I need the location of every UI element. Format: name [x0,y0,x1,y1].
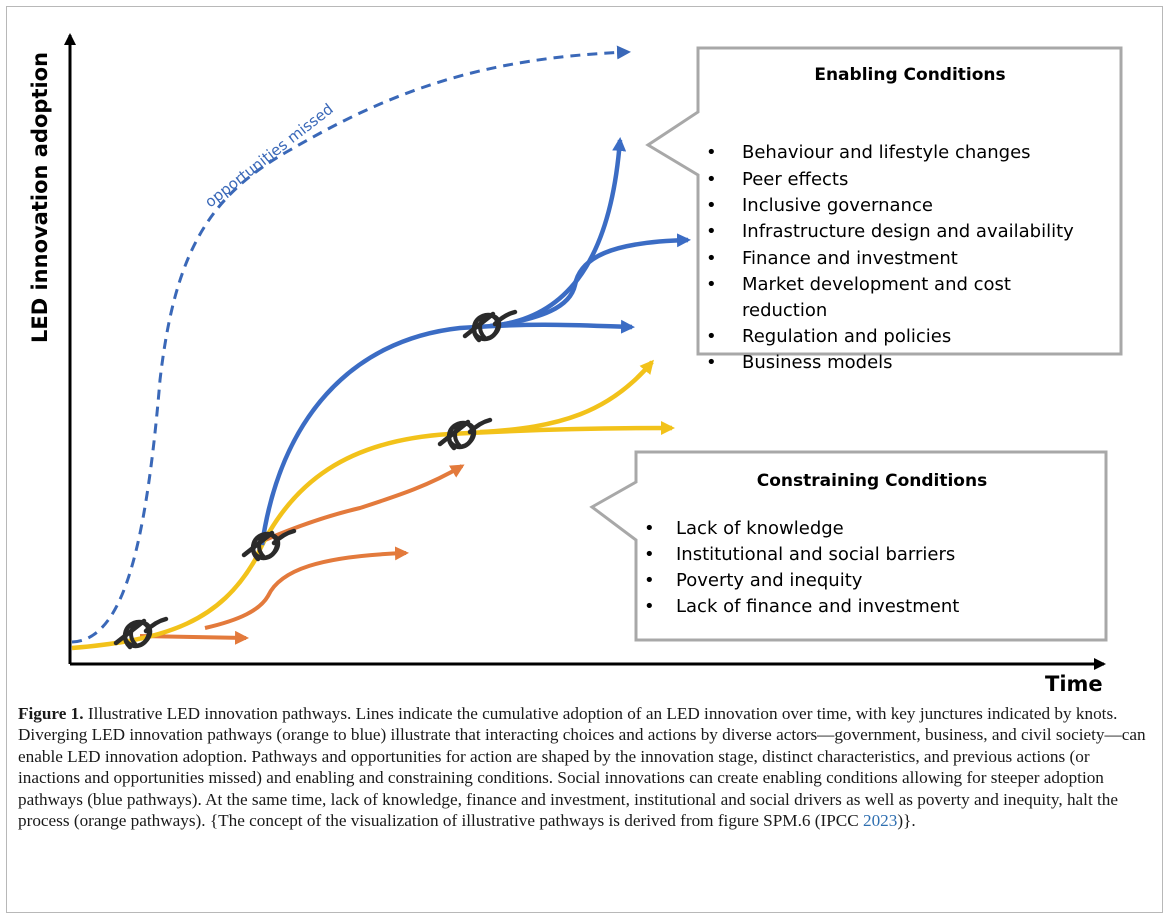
constraining-item: Lack of finance and investment [676,596,959,617]
bullet: • [644,544,655,565]
yellow-main-path [71,421,675,651]
enabling-item: reduction [742,300,827,321]
blue-main-path [259,319,635,546]
enabling-item: Peer effects [742,169,848,190]
pathways-diagram: LED innovation adoption Time opportuniti… [28,33,1123,696]
figure-frame [6,6,1163,913]
enabling-item: Market development and cost [742,274,1011,295]
constraining-item: Institutional and social barriers [676,544,955,565]
bullet: • [644,570,655,591]
opportunities-missed-label: opportunities missed [201,100,336,211]
bullet: • [706,195,717,216]
enabling-title: Enabling Conditions [814,65,1005,85]
enabling-conditions-box: Enabling Conditions • Behaviour and life… [645,46,1123,373]
enabling-item: Behaviour and lifestyle changes [742,142,1031,163]
bullet: • [706,352,717,373]
constraining-item: Poverty and inequity [676,570,863,591]
bullet: • [706,326,717,347]
constraining-conditions-box: Constraining Conditions • Lack of knowle… [589,450,1108,642]
enabling-item: Finance and investment [742,248,958,269]
constraining-title: Constraining Conditions [757,471,987,491]
enabling-item: Infrastructure design and availability [742,221,1074,242]
orange-path-high [264,464,465,542]
blue-steep-path [489,137,627,329]
constraining-item: Lack of knowledge [676,518,844,539]
enabling-item: Regulation and policies [742,326,951,347]
blue-mid-path [499,233,691,328]
enabling-item: Inclusive governance [742,195,933,216]
caption-label: Figure 1. [18,704,84,723]
opportunities-missed-curve [71,45,631,644]
figure-caption: Figure 1. Illustrative LED innovation pa… [18,703,1148,831]
enabling-item: Business models [742,352,893,373]
caption-tail: )}. [897,811,916,831]
bullet: • [706,169,717,190]
caption-reference-link[interactable]: 2023 [862,811,898,831]
bullet: • [644,518,655,539]
yellow-upper-path [479,359,654,435]
orange-path-mid [204,546,409,630]
x-axis-label: Time [1045,672,1103,696]
y-axis-label: LED innovation adoption [28,52,52,343]
bullet: • [644,596,655,617]
caption-text: Illustrative LED innovation pathways. Li… [18,704,1146,831]
bullet: • [706,142,717,163]
bullet: • [706,274,717,295]
bullet: • [706,248,717,269]
knot-icon [244,531,294,559]
bullet: • [706,221,717,242]
